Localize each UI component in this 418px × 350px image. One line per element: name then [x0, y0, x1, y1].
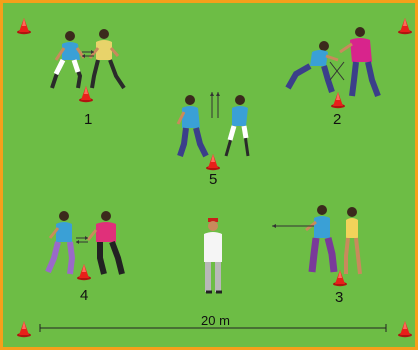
distance-label: 20 m: [198, 314, 233, 327]
station-4-players: [45, 211, 125, 275]
station-1-label: 1: [84, 111, 93, 128]
corner-cone-bottom-left: [17, 321, 31, 338]
station-1-players: [50, 29, 126, 90]
corner-cone-top-right: [398, 18, 412, 35]
coach: [204, 218, 222, 294]
station-5-players: [176, 92, 250, 158]
station-1-cone: [79, 86, 93, 103]
station-2-players: [285, 27, 381, 98]
corner-cone-top-left: [17, 18, 31, 35]
station-3-players: [272, 205, 362, 275]
station-3-label: 3: [335, 289, 344, 306]
station-5-cone: [206, 154, 220, 171]
station-2-cone: [331, 92, 345, 109]
station-5-label: 5: [209, 171, 218, 188]
corner-cone-bottom-right: [398, 321, 412, 338]
station-2-label: 2: [333, 111, 342, 128]
distance-measure: [39, 324, 387, 332]
station-4-label: 4: [80, 287, 89, 304]
station-4-cone: [77, 264, 91, 281]
